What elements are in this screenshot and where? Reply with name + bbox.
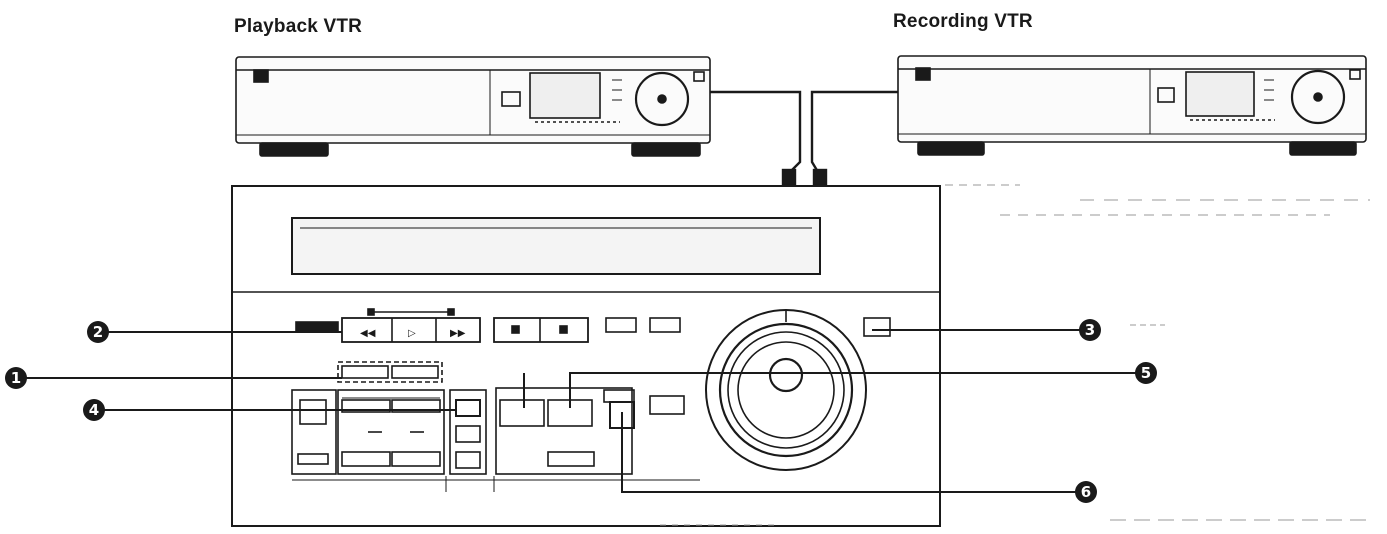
callout-5: 5 [1135,362,1157,384]
svg-text:◀◀: ◀◀ [360,328,376,339]
cable-plug-right [812,168,828,188]
player-stop-pause-keys [493,317,589,343]
controller-display-window [291,217,821,275]
recording-vtr-label: Recording VTR [893,11,1033,32]
recording-vtr-jog-dial [1290,69,1346,125]
callout-2: 2 [87,321,109,343]
editing-controller: ◀◀ ▷ ▶▶ [231,185,941,527]
recording-vtr-foot-left [917,141,985,156]
callout-3-number: 3 [1085,321,1095,339]
callout-6-number: 6 [1081,483,1091,501]
svg-text:▷: ▷ [408,328,416,339]
cable-plug-left [781,168,797,188]
playback-vtr-display [529,72,601,119]
playback-vtr-jog-dial [634,71,690,127]
playback-vtr [235,56,711,157]
callout-3: 3 [1079,319,1101,341]
player-transport-keys [341,317,481,343]
callout-6: 6 [1075,481,1097,503]
callout-1: 1 [5,367,27,389]
scan-marks [660,184,1370,526]
svg-text:▶▶: ▶▶ [450,328,466,339]
controller-jog-shuttle-dial [705,309,867,471]
assemble-insert-key [455,399,481,417]
mark-in-key [499,399,545,427]
callout-4-number: 4 [89,401,99,419]
playback-vtr-foot-right [631,142,701,157]
playback-vtr-foot-left [259,142,329,157]
recording-vtr-power-button [915,67,931,81]
edit-key-group-dashed [337,361,443,383]
connection-cables [710,90,898,188]
callout-1-number: 1 [11,369,21,387]
recording-vtr [897,55,1367,156]
callout-4: 4 [83,399,105,421]
recording-vtr-display [1185,71,1255,117]
recording-vtr-foot-right [1289,141,1357,156]
playback-vtr-label: Playback VTR [234,16,363,37]
controller-small-key [295,321,339,332]
callout-leaders [16,329,1136,493]
controller-top-right-key [863,317,891,337]
callout-2-number: 2 [93,323,103,341]
callout-5-number: 5 [1141,364,1151,382]
playback-vtr-small-button [501,91,521,107]
playback-vtr-power-button [253,69,269,83]
